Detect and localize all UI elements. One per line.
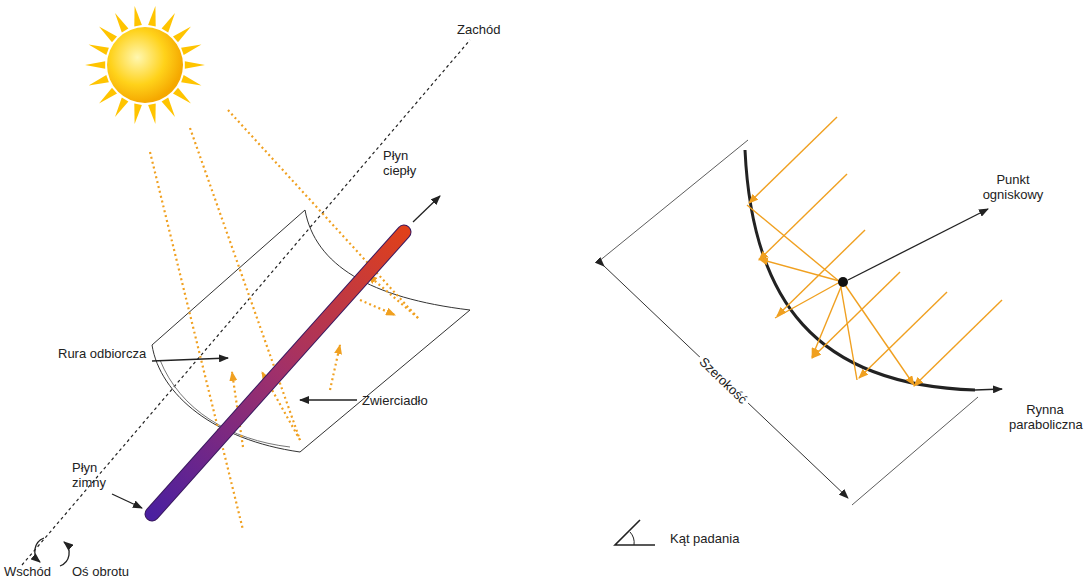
width-dimension	[598, 140, 978, 505]
sun-spike	[173, 88, 191, 104]
sun-rays	[85, 6, 205, 124]
rotation-axis	[22, 40, 470, 565]
sun-spike	[162, 98, 175, 117]
leader-line	[975, 389, 1002, 390]
part-label: Wschód	[4, 564, 74, 579]
sun-spike	[134, 6, 142, 27]
part-label: Płyn ciepły	[383, 148, 433, 178]
light-ray	[812, 282, 843, 357]
sun	[107, 27, 183, 103]
part-label: Rura odbiorcza	[58, 346, 150, 361]
part-label: Oś obrotu	[72, 564, 152, 579]
part-label: Kąt padania	[670, 531, 760, 546]
light-ray	[843, 282, 914, 385]
sun-spike	[162, 13, 175, 32]
receiver-tube-outline	[152, 232, 404, 514]
part-label: Zachód	[457, 22, 517, 37]
light-ray	[914, 300, 1002, 386]
rotation-symbol	[35, 538, 69, 566]
leader-line	[848, 209, 988, 280]
leader-lines	[112, 196, 440, 508]
sun-spike	[115, 98, 128, 117]
focal-point	[838, 277, 848, 287]
sun-spike	[185, 61, 205, 69]
light-ray	[747, 205, 840, 282]
part-label: Punkt ogniskowy	[968, 172, 1058, 202]
sun-spike	[85, 61, 105, 69]
parabolic-trough	[745, 150, 975, 390]
sun-spike	[148, 6, 156, 27]
sun-spike	[89, 75, 109, 86]
light-ray	[749, 117, 837, 203]
receiver-tube	[152, 232, 404, 514]
light-ray	[840, 282, 857, 380]
optical-rays	[747, 117, 1002, 386]
solar-rays	[150, 110, 418, 530]
angle-symbol	[615, 520, 655, 545]
light-ray	[759, 259, 843, 282]
light-ray	[777, 230, 865, 316]
part-label: Rynna paraboliczna	[1009, 402, 1081, 432]
sun-spike	[173, 26, 191, 42]
sun-spike	[181, 45, 201, 56]
part-label: Szerokość	[694, 352, 752, 409]
sun-spike	[181, 75, 201, 86]
sun-spike	[148, 104, 156, 125]
sun-spike	[99, 26, 117, 42]
light-ray	[859, 292, 947, 378]
sun-spike	[99, 88, 117, 104]
sun-spike	[115, 13, 128, 32]
sun-spike	[89, 45, 109, 56]
part-label: Płyn zimny	[72, 460, 117, 490]
part-label: Zwierciadło	[362, 393, 452, 408]
sun-spike	[134, 104, 142, 125]
light-ray	[759, 174, 847, 260]
